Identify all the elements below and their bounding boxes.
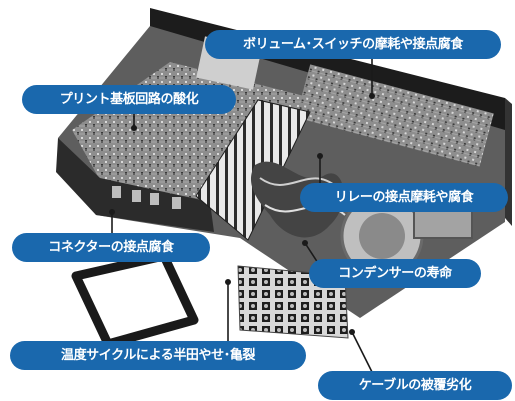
chassis-right-rim (505, 98, 512, 226)
callout-relay: リレーの接点摩耗や腐食 (300, 183, 508, 212)
callout-cable: ケーブルの被覆劣化 (318, 371, 512, 400)
callout-volume-switch: ボリューム･スイッチの摩耗や接点腐食 (205, 30, 501, 59)
wire-1 (259, 177, 341, 191)
leader-cable (351, 331, 373, 373)
callout-solder: 温度サイクルによる半田やせ･亀裂 (10, 341, 306, 370)
rear-board (295, 64, 494, 167)
front-connector-3 (150, 193, 159, 205)
front-connector-4 (172, 197, 181, 209)
callout-connector: コネクターの接点腐食 (12, 233, 210, 262)
carry-handle (71, 251, 199, 349)
front-connector-2 (132, 190, 141, 202)
front-connector-1 (112, 186, 121, 198)
callout-capacitor: コンデンサーの寿命 (309, 259, 481, 288)
leader-lines (109, 53, 375, 373)
callout-pcb-oxidation: プリント基板回路の酸化 (22, 85, 236, 114)
transformer-core (359, 213, 405, 259)
